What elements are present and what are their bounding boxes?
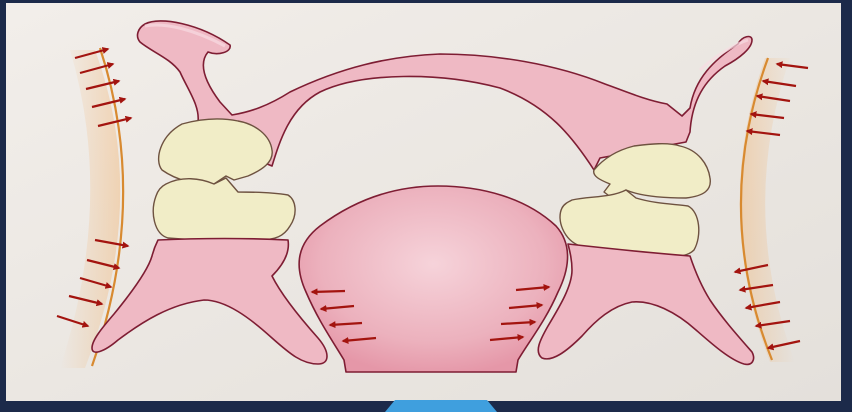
bottom-tab	[385, 400, 497, 412]
arrow	[312, 291, 345, 292]
center-bulb	[299, 186, 567, 372]
